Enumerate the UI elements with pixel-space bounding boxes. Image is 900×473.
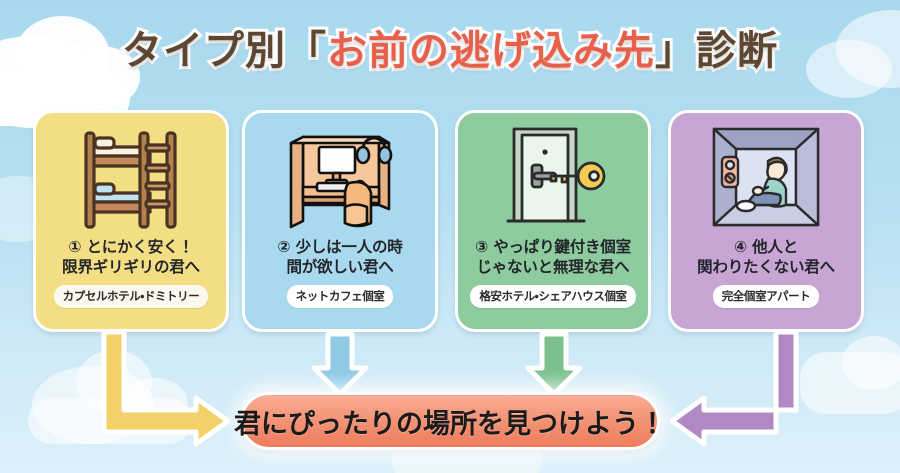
person-sitting-in-room-icon bbox=[706, 121, 826, 233]
card-4-label-line2: 関わりたくない君へ bbox=[697, 258, 835, 277]
page-title: タイプ別「お前の逃げ込み先」診断 bbox=[0, 18, 900, 77]
door-with-key-icon bbox=[496, 121, 611, 233]
card-4-label: ④ 他人と 関わりたくない君へ bbox=[697, 237, 835, 278]
arrow-card-3 bbox=[525, 331, 583, 397]
title-prefix: タイプ別「 bbox=[119, 25, 329, 77]
card-2-label-line2: 間が欲しい君へ bbox=[286, 258, 394, 277]
cta-banner-text: 君にぴったりの場所を見つけよう！ bbox=[234, 408, 666, 440]
cta-banner[interactable]: 君にぴったりの場所を見つけよう！ bbox=[234, 392, 666, 450]
card-4-tag: 完全個室アパート bbox=[712, 284, 820, 308]
card-2-label-line1: ② 少しは一人の時 bbox=[277, 238, 403, 256]
card-1-tag: カプセルホテル・ドミトリー bbox=[53, 284, 209, 308]
card-4-label-line1: ④ 他人と bbox=[733, 238, 798, 256]
card-2-label: ② 少しは一人の時 間が欲しい君へ bbox=[277, 237, 402, 278]
card-3-label-line1: ③ やっぱり鍵付き個室 bbox=[475, 238, 631, 256]
bunk-bed-icon bbox=[74, 121, 189, 233]
card-option-2[interactable]: ② 少しは一人の時 間が欲しい君へ ネットカフェ個室 bbox=[242, 110, 438, 332]
card-1-label-line1: ① とにかく安く！ bbox=[68, 238, 194, 256]
title-suffix: 」診断 bbox=[652, 25, 780, 77]
arrow-card-4 bbox=[669, 329, 799, 447]
card-3-tag: 格安ホテル・シェアハウス個室 bbox=[470, 284, 636, 308]
net-cafe-booth-icon bbox=[283, 121, 398, 233]
card-option-1[interactable]: ① とにかく安く！ 限界ギリギリの君へ カプセルホテル・ドミトリー bbox=[33, 110, 229, 332]
title-highlight: お前の逃げ込み先 bbox=[324, 25, 657, 77]
card-3-label-line2: じゃないと無理な君へ bbox=[476, 258, 630, 277]
card-1-label-line2: 限界ギリギリの君へ bbox=[62, 258, 200, 277]
arrow-card-2 bbox=[311, 331, 369, 397]
card-1-label: ① とにかく安く！ 限界ギリギリの君へ bbox=[62, 237, 200, 278]
card-option-4[interactable]: ④ 他人と 関わりたくない君へ 完全個室アパート bbox=[668, 110, 864, 332]
card-3-label: ③ やっぱり鍵付き個室 じゃないと無理な君へ bbox=[475, 237, 631, 278]
card-option-3[interactable]: ③ やっぱり鍵付き個室 じゃないと無理な君へ 格安ホテル・シェアハウス個室 bbox=[455, 110, 651, 332]
card-2-tag: ネットカフェ個室 bbox=[286, 284, 394, 308]
arrow-card-1 bbox=[101, 329, 231, 447]
